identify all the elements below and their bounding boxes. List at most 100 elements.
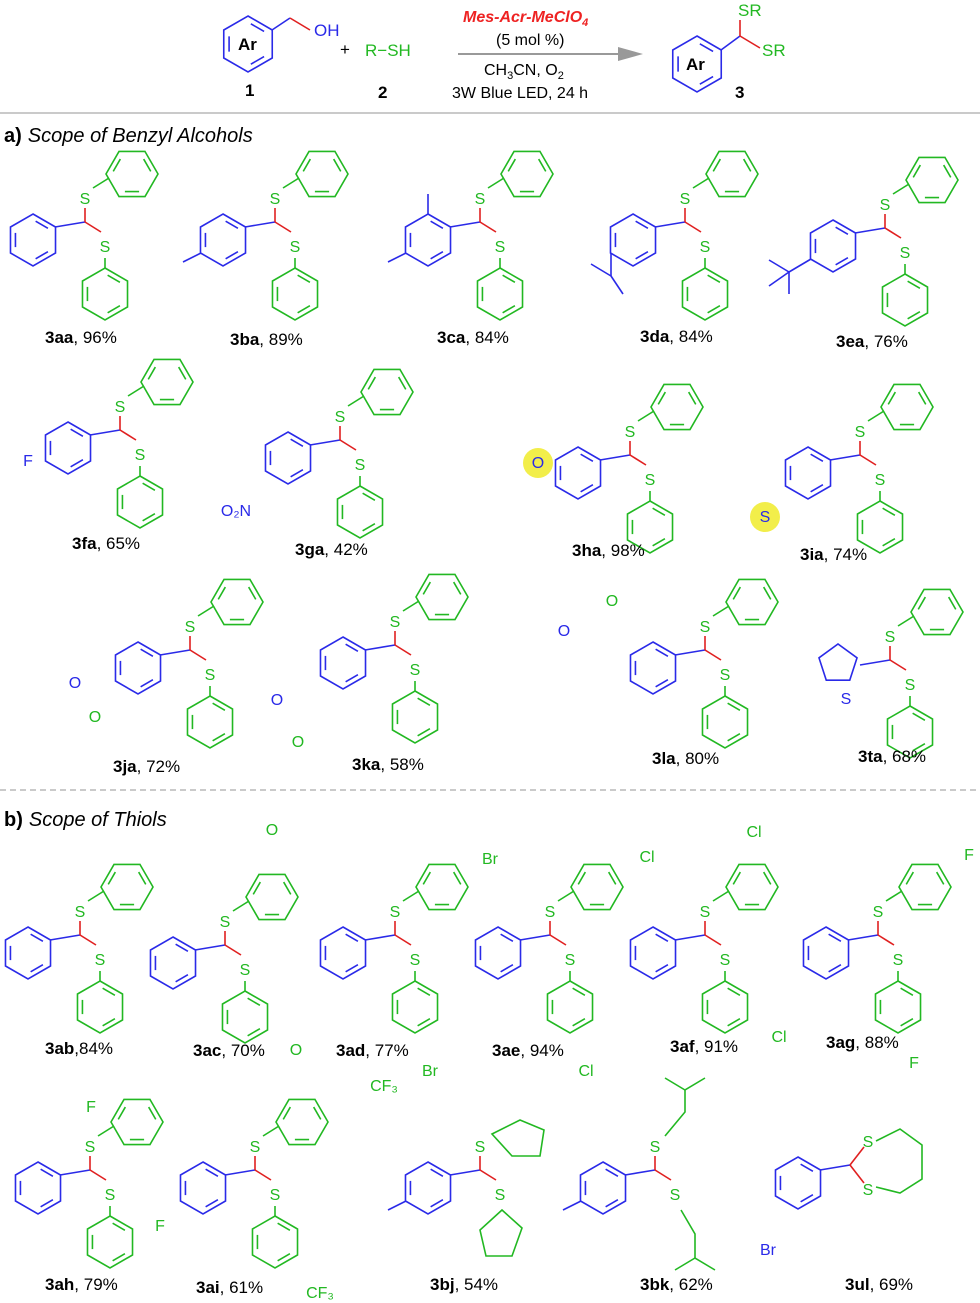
bond: [739, 35, 761, 49]
double-bond: [652, 507, 666, 517]
substituent-label: F: [23, 453, 33, 470]
bond: [127, 385, 145, 397]
compound-yield: , 84%: [465, 328, 508, 347]
bond: [664, 1077, 686, 1091]
bond: [889, 659, 907, 671]
reactant1-number: 1: [245, 81, 254, 100]
compound-yield: , 69%: [870, 1275, 913, 1294]
substituent-label: Cl: [639, 849, 654, 866]
aryl-bond: [194, 944, 226, 951]
thiol-aryl-ring-upper: [295, 150, 349, 198]
compound-yield: , 96%: [73, 328, 116, 347]
aryl-ring: [629, 926, 677, 980]
compound-id: 3ea: [836, 332, 865, 351]
bond: [859, 454, 877, 466]
aryl-ring: [774, 1156, 822, 1210]
double-bond: [112, 1252, 126, 1262]
double-bond: [537, 158, 547, 172]
compound-yield: , 70%: [221, 1041, 264, 1060]
double-bond: [140, 678, 154, 688]
double-bond: [828, 963, 842, 973]
sulfur-atom-lower: S: [905, 677, 916, 694]
sulfur-atom-upper: S: [250, 1139, 261, 1156]
substituent-label: S: [841, 691, 852, 708]
double-bond: [607, 871, 617, 885]
aryl-bond: [449, 221, 481, 228]
compound-id: 3ba: [230, 330, 260, 349]
double-bond: [810, 483, 824, 493]
aryl-ring: [149, 936, 197, 990]
product-number: 3: [735, 83, 744, 102]
double-bond: [107, 871, 117, 885]
sulfur-atom-upper: S: [270, 191, 281, 208]
double-bond: [212, 732, 226, 742]
double-bond: [572, 987, 586, 997]
double-bond: [297, 304, 311, 314]
aryl-bond: [847, 934, 879, 941]
bond: [394, 934, 412, 946]
product-sr-bottom: SR: [762, 41, 786, 60]
scheme-header: Ar OH 1 + R−SH 2 Mes-Acr-MeClO4 (5 mol %…: [222, 1, 786, 102]
double-bond: [699, 43, 714, 53]
double-bond: [302, 158, 312, 172]
thiol-aryl-ring-lower: [626, 500, 674, 554]
double-bond: [712, 158, 722, 172]
substituent-label: O: [89, 709, 101, 726]
cyclopentyl-ring: [490, 1119, 545, 1157]
sulfur-atom-lower: S: [495, 1187, 506, 1204]
compound-yield: , 80%: [676, 749, 719, 768]
compound-yield: , 79%: [74, 1275, 117, 1294]
thiol-aryl-ring-upper: [415, 573, 469, 621]
double-bond: [905, 871, 915, 885]
double-bond: [572, 1017, 586, 1027]
substituent-label: O: [532, 455, 544, 472]
thiol-aryl-ring-lower: [116, 475, 164, 529]
double-bond: [655, 678, 669, 688]
double-bond: [225, 250, 239, 260]
double-bond: [417, 1017, 431, 1027]
substituent-label: CF₃: [370, 1078, 398, 1095]
bond: [712, 890, 730, 902]
compound-id: 3ag: [826, 1033, 855, 1052]
bond: [884, 227, 902, 239]
double-bond: [828, 933, 842, 943]
compound-yield: , 62%: [669, 1275, 712, 1294]
double-bond: [212, 702, 226, 712]
bond: [674, 1257, 696, 1271]
bond: [97, 1125, 115, 1137]
double-bond: [147, 1106, 157, 1120]
bond: [89, 1169, 107, 1181]
double-bond: [107, 274, 121, 284]
double-bond: [247, 586, 257, 600]
isobutyl-chain: [680, 1209, 716, 1271]
methyl-bond: [387, 1200, 407, 1211]
double-bond: [800, 1193, 814, 1203]
double-bond: [502, 274, 516, 284]
bond: [119, 429, 137, 441]
catalyst-label: Mes-Acr-MeClO4: [463, 9, 588, 29]
sulfur-atom-lower: S: [645, 472, 656, 489]
double-bond: [917, 596, 927, 610]
compound-id: 3ab: [45, 1039, 74, 1058]
thiol-aryl-ring-upper: [140, 358, 194, 406]
compound-label: 3ad, 77%: [336, 1041, 409, 1060]
bond: [274, 221, 292, 233]
highlight-circle: [750, 502, 780, 532]
double-bond: [30, 963, 44, 973]
thiol-aryl-ring-lower: [701, 695, 749, 749]
compound-yield: , 42%: [324, 540, 367, 559]
bond: [394, 644, 412, 656]
compound-id: 3ga: [295, 540, 325, 559]
aryl-ring: [179, 1161, 227, 1215]
double-bond: [687, 391, 697, 405]
thiol-aryl-ring-upper: [725, 578, 779, 626]
thiol-aryl-ring-upper: [570, 863, 624, 911]
compound-id: 3aa: [45, 328, 74, 347]
compound-yield: , 76%: [864, 332, 907, 351]
bond: [704, 649, 722, 661]
thiol-aryl-ring-lower: [476, 267, 524, 321]
